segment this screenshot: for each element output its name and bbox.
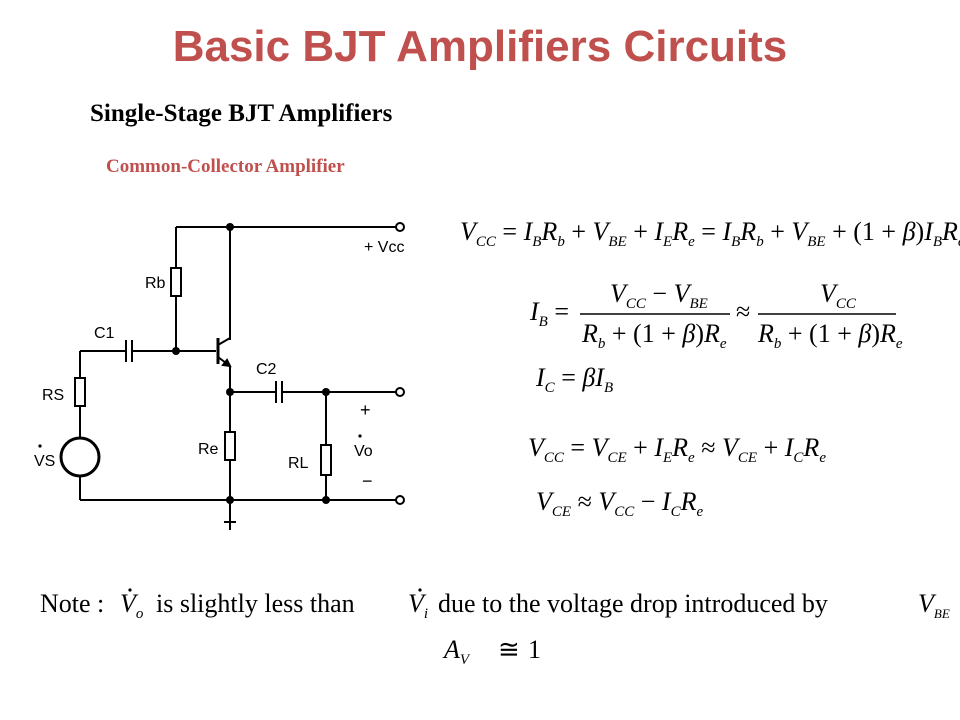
rb-label: Rb	[145, 275, 166, 292]
page-subtitle: Single-Stage BJT Amplifiers	[90, 100, 393, 127]
svg-text:VCC: VCC	[820, 279, 857, 312]
equation-3: IC = βIB	[535, 363, 613, 396]
note-vo: Vo	[120, 589, 144, 622]
equation-4: VCC = VCE + IERe ≈ VCE + ICRe	[528, 433, 826, 466]
emitter-arrow-icon	[221, 358, 232, 368]
transistor-collector-lead	[217, 337, 231, 346]
junction-dot	[226, 496, 234, 504]
c2-label: C2	[256, 361, 277, 378]
note-vbe: VBE	[918, 589, 950, 621]
vcc-terminal	[395, 222, 405, 232]
output-plus-label: +	[360, 400, 371, 420]
vs-label: VS	[34, 453, 55, 470]
junction-dot	[322, 496, 330, 504]
section-heading: Common-Collector Amplifier	[106, 156, 345, 177]
junction-dot	[226, 388, 234, 396]
re-resistor	[224, 431, 236, 461]
output-minus-label: −	[362, 471, 373, 491]
equation-1: VCC = IBRb + VBE + IERe = IBRb + VBE + (…	[460, 217, 960, 250]
output-terminal-top	[395, 387, 405, 397]
svg-text:≈: ≈	[736, 297, 750, 326]
re-label: Re	[198, 441, 219, 458]
rs-label: RS	[42, 387, 64, 404]
equation-2: IB = VCC − VBE Rb + (1 + β)Re ≈ VCC Rb +…	[529, 279, 903, 352]
common-collector-circuit: + Vcc C1 C2 Rb RS Re RL VS Vo + −	[34, 222, 405, 530]
phasor-dot-icon	[128, 588, 132, 592]
gain-relation: ≅	[498, 635, 520, 664]
note-text-1: is slightly less than	[156, 589, 355, 618]
note-vi: Vi	[408, 589, 428, 622]
phasor-dot-icon	[38, 444, 42, 448]
vo-label: Vo	[354, 443, 373, 460]
output-terminal-bottom	[395, 495, 405, 505]
svg-text:Rb + (1 + β)Re: Rb + (1 + β)Re	[757, 319, 903, 352]
note-text-2: due to the voltage drop introduced by	[438, 589, 828, 618]
phasor-dot-icon	[358, 434, 362, 438]
phasor-dot-icon	[418, 588, 422, 592]
gain-symbol: AV	[442, 635, 471, 668]
c1-label: C1	[94, 325, 115, 342]
rb-resistor	[170, 267, 182, 297]
note-block: Note : Vo is slightly less than Vi due t…	[40, 580, 960, 670]
equations-panel: VCC = IBRb + VBE + IERe = IBRb + VBE + (…	[460, 217, 960, 520]
rl-resistor	[320, 444, 332, 476]
gain-value: 1	[528, 635, 541, 664]
vcc-label: + Vcc	[364, 239, 404, 256]
svg-text:IB =: IB =	[529, 297, 569, 330]
junction-dot	[226, 223, 234, 231]
note-prefix: Note :	[40, 589, 104, 618]
voltage-source-icon	[59, 436, 101, 478]
svg-text:VCC − VBE: VCC − VBE	[610, 279, 708, 312]
svg-text:Rb + (1 + β)Re: Rb + (1 + β)Re	[581, 319, 727, 352]
equation-5: VCE ≈ VCC − ICRe	[536, 487, 704, 520]
rs-resistor	[74, 377, 86, 407]
junction-dot	[322, 388, 330, 396]
junction-dot	[172, 347, 180, 355]
rl-label: RL	[288, 455, 309, 472]
page-title: Basic BJT Amplifiers Circuits	[172, 22, 788, 71]
